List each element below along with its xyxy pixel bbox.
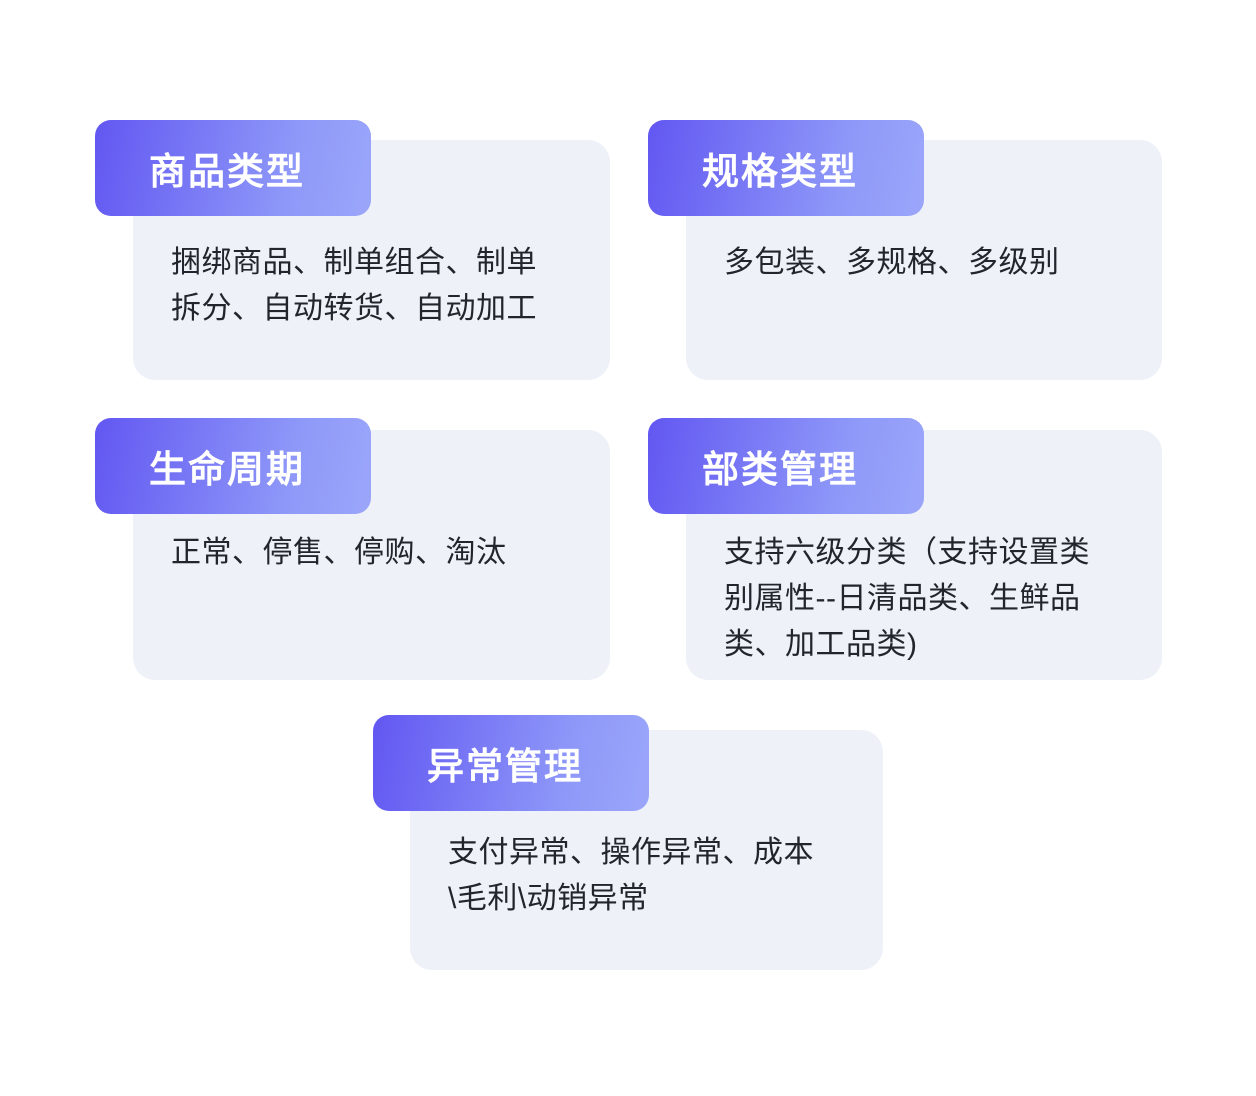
card-title-badge-product-type: 商品类型 [95,120,371,216]
card-body-text: 捆绑商品、制单组合、制单拆分、自动转货、自动加工 [171,246,537,325]
card-title: 商品类型 [149,151,305,192]
card-body-text: 支付异常、操作异常、成本\毛利\动销异常 [448,836,814,915]
card-title-badge-spec-type: 规格类型 [648,120,924,216]
card-title: 部类管理 [702,449,858,490]
card-title-badge-life-cycle: 生命周期 [95,418,371,514]
card-body-text: 支持六级分类（支持设置类别属性--日清品类、生鲜品类、加工品类) [724,536,1090,661]
card-title: 规格类型 [702,151,858,192]
card-title-badge-category-management: 部类管理 [648,418,924,514]
card-title-badge-exception-management: 异常管理 [373,715,649,811]
card-title: 生命周期 [149,449,305,490]
card-body-text: 多包装、多规格、多级别 [724,246,1060,279]
card-title: 异常管理 [427,746,583,787]
card-body-text: 正常、停售、停购、淘汰 [171,536,507,569]
